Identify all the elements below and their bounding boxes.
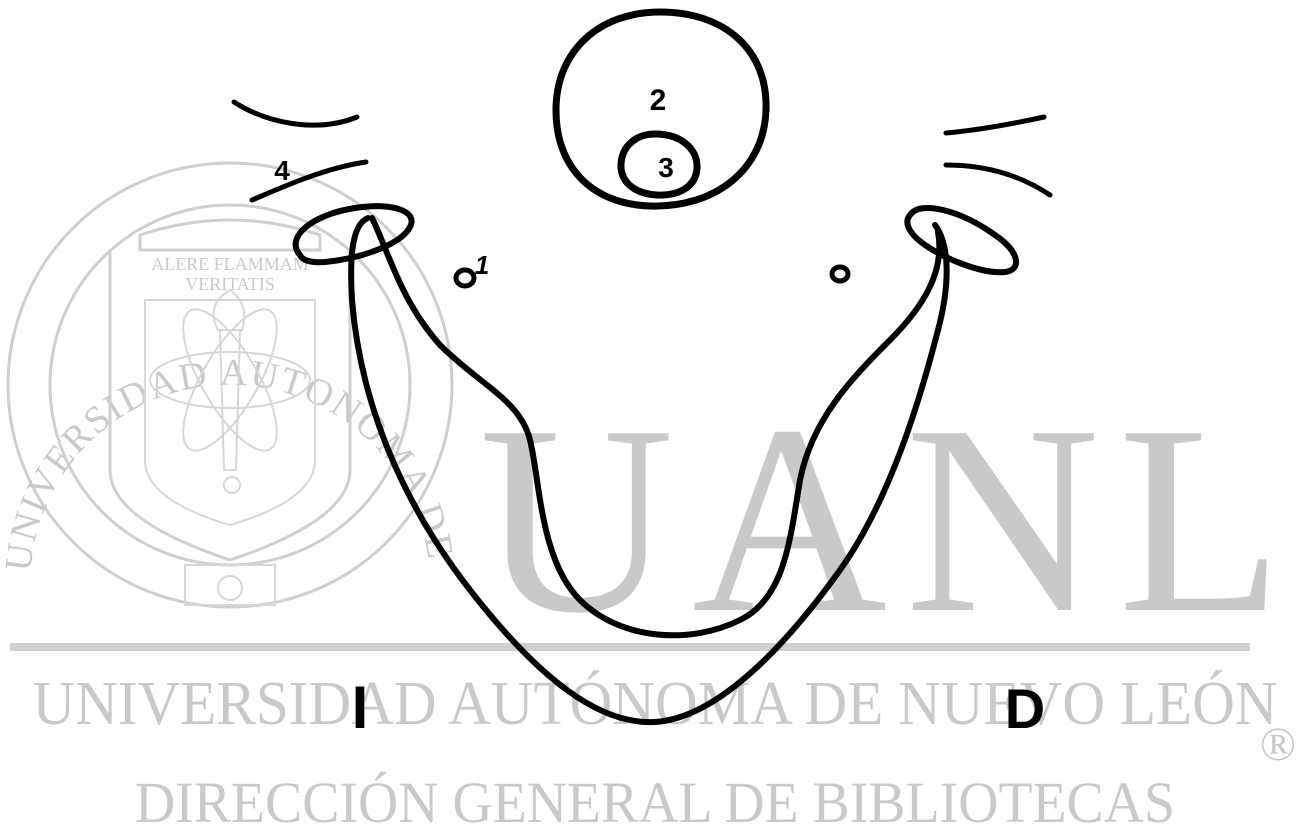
library-name-watermark: DIRECCIÓN GENERAL DE BIBLIOTECAS <box>135 770 1175 835</box>
mandible-outer <box>348 215 950 726</box>
seal-base-ring <box>217 575 243 601</box>
label-3: 3 <box>658 152 674 183</box>
label-1: 1 <box>475 250 489 280</box>
right-arc-upper <box>943 114 1047 136</box>
uanl-watermark-letters: UANL <box>479 370 1301 669</box>
foramen-left <box>453 267 477 289</box>
right-arc-lower <box>943 162 1053 198</box>
atom-orbit-icon <box>182 308 278 452</box>
flame-icon <box>212 288 246 331</box>
university-name-watermark: UNIVERSIDAD AUTÓNOMA DE NUEVO LEÓN <box>33 670 1278 738</box>
seal-motto-line1: ALERE FLAMMAM <box>151 254 309 274</box>
seal-shield <box>108 250 352 562</box>
seal-outer-ring <box>6 161 454 609</box>
watermark-rule <box>10 643 1250 651</box>
atom-orbit-icon <box>182 308 278 452</box>
left-arc-upper <box>231 99 360 128</box>
left-arc-lower <box>249 159 369 203</box>
label-4: 4 <box>274 155 290 186</box>
registered-mark: ® <box>1260 718 1296 771</box>
circle-2 <box>552 8 770 210</box>
seal-shield-inner <box>144 299 316 527</box>
mandible-inner <box>369 215 943 639</box>
side-label-left: I <box>352 674 369 741</box>
circle-3 <box>617 130 701 199</box>
seal-motto-line2: VERITATIS <box>185 274 275 294</box>
seal-arch <box>138 218 322 252</box>
side-label-right: D <box>1005 677 1045 740</box>
right-condyle <box>904 205 1020 276</box>
seal-base <box>184 564 276 606</box>
left-condyle <box>292 203 415 266</box>
atom-orbit-icon <box>149 351 311 409</box>
torch-base-icon <box>223 476 241 494</box>
jaw-diagram <box>231 8 1053 726</box>
foramen-right <box>829 264 851 284</box>
label-2: 2 <box>650 84 667 117</box>
university-seal-watermark: UNIVERSIDAD AUTONOMA DE NUEVO LEON ALERE… <box>0 0 461 609</box>
